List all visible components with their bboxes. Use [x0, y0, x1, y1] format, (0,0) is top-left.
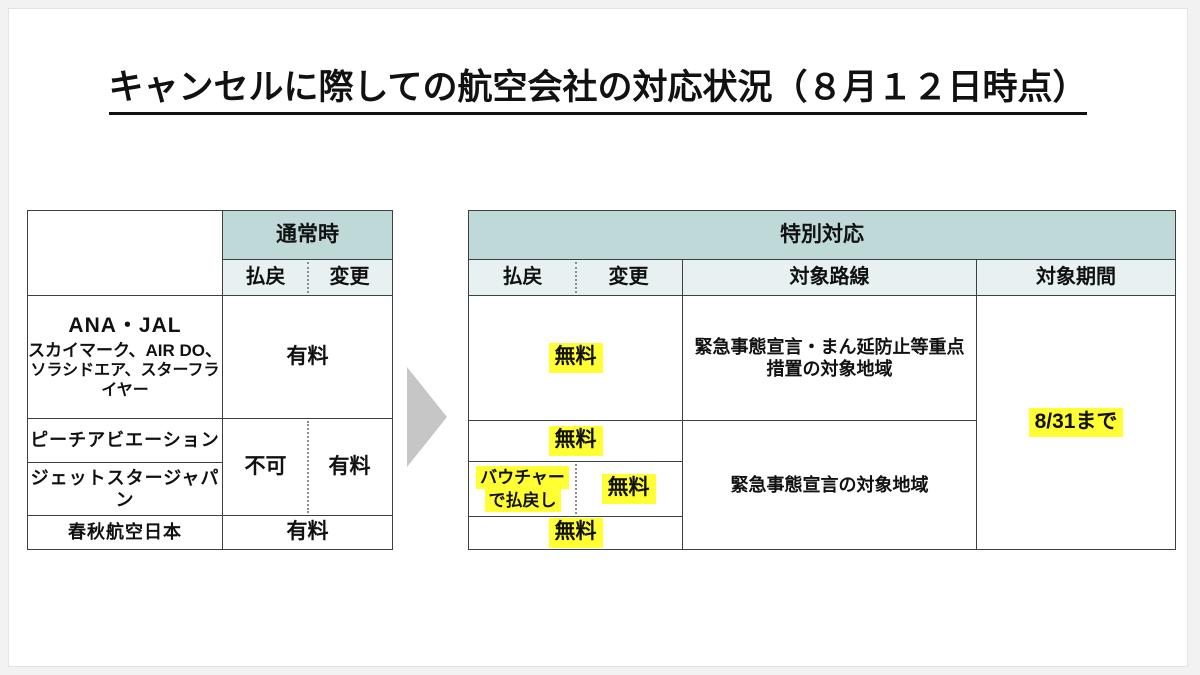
page-title-text: キャンセルに際しての航空会社の対応状況（８月１２日時点） — [108, 68, 1088, 115]
right-table-period-cell: 8/31まで — [976, 295, 1176, 550]
right-table-main-header: 特別対応 — [468, 210, 1176, 260]
normal-conditions-table: 通常時 払戻 変更 ANA・JAL スカイマーク、AIR DO、 ソラシドエア、… — [27, 210, 393, 550]
left-table-merged-change-value: 有料 — [307, 418, 393, 516]
right-table-subheader-period: 対象期間 — [976, 259, 1176, 296]
left-table-main-header: 通常時 — [222, 210, 393, 260]
left-table-subheader-refund: 払戻 — [222, 259, 308, 296]
left-table-airline-cell: ジェットスタージャパン — [27, 462, 223, 516]
right-table-row4-merged-value: 無料 — [468, 516, 683, 550]
airline-name-line1: 春秋航空日本 — [68, 522, 182, 543]
left-table-subheader-change: 変更 — [307, 259, 393, 296]
route-text-line2: 措置の対象地域 — [766, 359, 893, 379]
page-title: キャンセルに際しての航空会社の対応状況（８月１２日時点） — [9, 59, 1187, 115]
route-text: 緊急事態宣言の対象地域 — [730, 474, 929, 495]
highlighted-value: 無料 — [548, 426, 603, 456]
right-table-subheader-routes: 対象路線 — [682, 259, 977, 296]
left-table-blank-header — [27, 210, 223, 296]
route-text-line1: 緊急事態宣言・まん延防止等重点 — [694, 336, 965, 357]
left-table-airline-cell: ANA・JAL スカイマーク、AIR DO、 ソラシドエア、スターフライヤー — [27, 295, 223, 419]
right-table-row2-merged-value: 無料 — [468, 420, 683, 462]
highlighted-value: 無料 — [548, 343, 603, 373]
highlighted-period: 8/31まで — [1028, 407, 1124, 438]
left-merged-value-divider — [307, 421, 309, 513]
right-table-route-cell-2: 緊急事態宣言の対象地域 — [682, 420, 977, 550]
airline-name-line1: ピーチアビエーション — [30, 430, 220, 451]
highlighted-value: 無料 — [601, 474, 656, 504]
right-table-row1-merged-value: 無料 — [468, 295, 683, 421]
slide-canvas: キャンセルに際しての航空会社の対応状況（８月１２日時点） 通常時 払戻 変更 A… — [8, 8, 1188, 667]
left-table-row4-merged-value: 有料 — [222, 515, 393, 550]
airline-name-line2: スカイマーク、AIR DO、 — [28, 340, 222, 360]
airline-name-line3: ソラシドエア、スターフライヤー — [30, 361, 220, 399]
right-table-subheader-change: 変更 — [575, 259, 683, 296]
right-table-route-cell-1: 緊急事態宣言・まん延防止等重点 措置の対象地域 — [682, 295, 977, 421]
special-measures-table: 特別対応 払戻 変更 対象路線 対象期間 無料 緊急事態宣言・まん延防止等重点 … — [468, 210, 1176, 550]
highlighted-value-line1: バウチャー — [476, 465, 569, 489]
right-triangle-arrow-icon — [399, 359, 447, 471]
right-table-subheader-refund: 払戻 — [468, 259, 576, 296]
airline-name-line1: ジェットスタージャパン — [30, 467, 220, 511]
left-subheader-divider — [307, 262, 309, 293]
left-table-airline-cell: 春秋航空日本 — [27, 515, 223, 550]
highlighted-value: 無料 — [548, 518, 603, 548]
airline-name-line1: ANA・JAL — [68, 314, 182, 338]
right-row3-divider — [575, 464, 577, 514]
left-table-row1-merged-value: 有料 — [222, 295, 393, 419]
left-table-airline-cell: ピーチアビエーション — [27, 418, 223, 463]
left-table-merged-refund-value: 不可 — [222, 418, 308, 516]
right-table-row3-change-value: 無料 — [575, 461, 683, 517]
right-table-row3-refund-value: バウチャー で払戻し — [468, 461, 576, 517]
highlighted-value-line2: で払戻し — [484, 489, 561, 513]
right-subheader-divider — [575, 262, 577, 293]
